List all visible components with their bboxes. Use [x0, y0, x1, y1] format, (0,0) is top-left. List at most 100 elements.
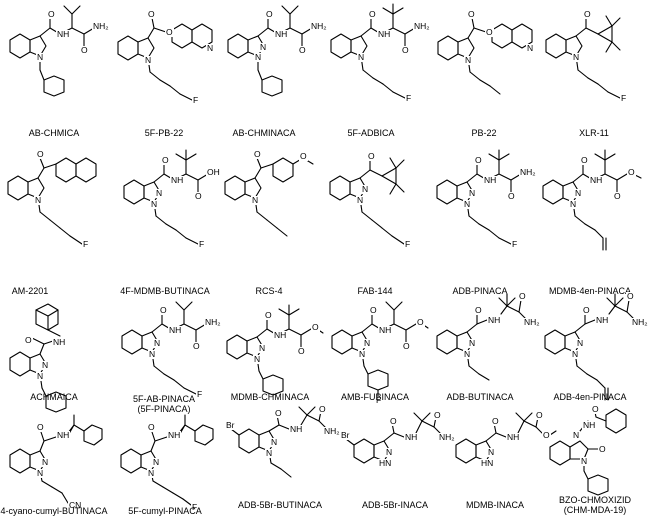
compound-cell: O O N N	[430, 0, 538, 140]
atom-label: NH	[167, 430, 182, 440]
atom-label: O	[626, 291, 635, 301]
atom-label: N	[363, 338, 372, 348]
atom-label: O	[401, 45, 410, 55]
atom-label: O	[474, 305, 483, 315]
atom-label: O	[389, 416, 398, 426]
atom-label: NH₂	[523, 317, 541, 327]
atom-label: F	[192, 95, 200, 105]
atom-label: NH₂	[519, 167, 537, 177]
compound-cell: O NH O NH₂ N N F	[110, 290, 222, 450]
atom-label: Br	[225, 420, 236, 430]
atom-label: N	[155, 188, 164, 198]
compound-cell: O NH N N	[0, 300, 108, 460]
compound-name: AB-CHMICA	[28, 128, 80, 138]
atom-label: N	[41, 457, 50, 467]
atom-label: O	[147, 9, 156, 19]
atom-label: O	[194, 191, 203, 201]
compound-alias: (CHM-MDA-19)	[563, 505, 627, 515]
compound-cell: O NH O O N N	[535, 140, 647, 300]
compound-name: RCS-4	[255, 286, 283, 296]
molecule-drawing	[9, 5, 95, 97]
compound-cell: O NH N N CN	[0, 414, 110, 520]
atom-label: NH	[56, 29, 71, 39]
compound-cell: O NH O O N HN	[450, 395, 560, 500]
atom-label: N	[464, 55, 473, 65]
atom-label: O	[165, 27, 174, 37]
atom-label: F	[82, 239, 90, 249]
compound-name: ADB-4en-PINACA	[553, 392, 627, 402]
atom-label: N	[526, 43, 535, 53]
atom-label: N	[463, 199, 472, 209]
atom-label: Br	[340, 430, 351, 440]
compound-cell: O NH O NH₂ N N	[218, 0, 328, 140]
atom-label: O	[47, 9, 56, 19]
atom-label: NH₂	[310, 21, 328, 31]
atom-label: O	[518, 291, 527, 301]
atom-label: N	[270, 437, 279, 447]
atom-label: NH	[170, 175, 185, 185]
atom-label: F	[196, 389, 204, 399]
atom-label: F	[198, 239, 206, 249]
atom-label: NH	[589, 175, 604, 185]
compound-name: ADB-5Br-INACA	[361, 500, 428, 510]
atom-label: N	[152, 457, 161, 467]
compound-name: 5F-PB-22	[144, 128, 184, 138]
atom-label: N	[571, 349, 580, 359]
atom-label: O	[253, 149, 262, 159]
atom-label: O	[542, 430, 551, 440]
compound-name: 4F-MDMB-BUTINACA	[120, 286, 210, 296]
atom-label: N	[254, 52, 263, 62]
compound-cell: O NH O O N N F	[320, 290, 430, 450]
compound-name: ACHMAICA	[30, 392, 78, 402]
atom-label: O	[36, 149, 45, 159]
atom-label: N	[153, 338, 162, 348]
molecule-drawing	[227, 5, 313, 97]
atom-label: O	[368, 9, 377, 19]
atom-label: NH	[506, 432, 521, 442]
atom-label: N	[265, 448, 274, 458]
compound-cell: Br O NH O NH₂ N N	[225, 404, 341, 510]
atom-label: O	[416, 317, 425, 327]
molecule-drawing	[544, 293, 636, 401]
atom-label: F	[191, 502, 199, 512]
molecule-drawing	[117, 17, 213, 101]
compound-cell: O N F	[540, 0, 648, 140]
atom-label: O	[583, 9, 592, 19]
atom-label: NH	[168, 325, 183, 335]
atom-label: N	[41, 360, 50, 370]
atom-label: O	[24, 335, 33, 345]
compound-name: 5F-AB-PINACA	[132, 394, 195, 404]
compound-name: FAB-144	[357, 286, 393, 296]
molecule-drawing	[542, 149, 642, 251]
atom-label: O	[318, 404, 327, 414]
atom-label: N	[253, 354, 262, 364]
atom-label: N	[580, 456, 589, 466]
atom-label: O	[582, 305, 591, 315]
atom-label: O	[591, 404, 600, 414]
compound-name: ADB-5Br-BUTINACA	[237, 500, 322, 510]
atom-label: NH₂	[631, 317, 649, 327]
atom-label: HN	[480, 458, 495, 468]
atom-label: NH₂	[92, 21, 110, 31]
atom-label: N	[572, 430, 581, 440]
atom-label: NH	[56, 430, 71, 440]
atom-label: N	[572, 52, 581, 62]
compound-name: MDMB-INACA	[466, 500, 524, 510]
atom-label: N	[357, 52, 366, 62]
atom-label: NH	[273, 330, 288, 340]
atom-label: O	[491, 416, 500, 426]
atom-label: O	[433, 410, 442, 420]
molecule-drawing	[9, 303, 67, 413]
atom-label: N	[574, 188, 583, 198]
atom-label: F	[375, 395, 383, 405]
atom-label: O	[467, 9, 476, 19]
compound-name: 5F-cumyl-PINACA	[128, 506, 202, 516]
atom-label: O	[369, 305, 378, 315]
atom-label: N	[259, 42, 268, 52]
compound-name: PB-22	[471, 128, 497, 138]
compound-name: MDMB-4en-PINACA	[548, 286, 631, 296]
compound-cell: O NH O NH₂ N N	[425, 290, 541, 450]
molecule-drawing	[549, 406, 627, 496]
atom-label: O	[161, 155, 170, 165]
atom-label: N	[150, 199, 159, 209]
